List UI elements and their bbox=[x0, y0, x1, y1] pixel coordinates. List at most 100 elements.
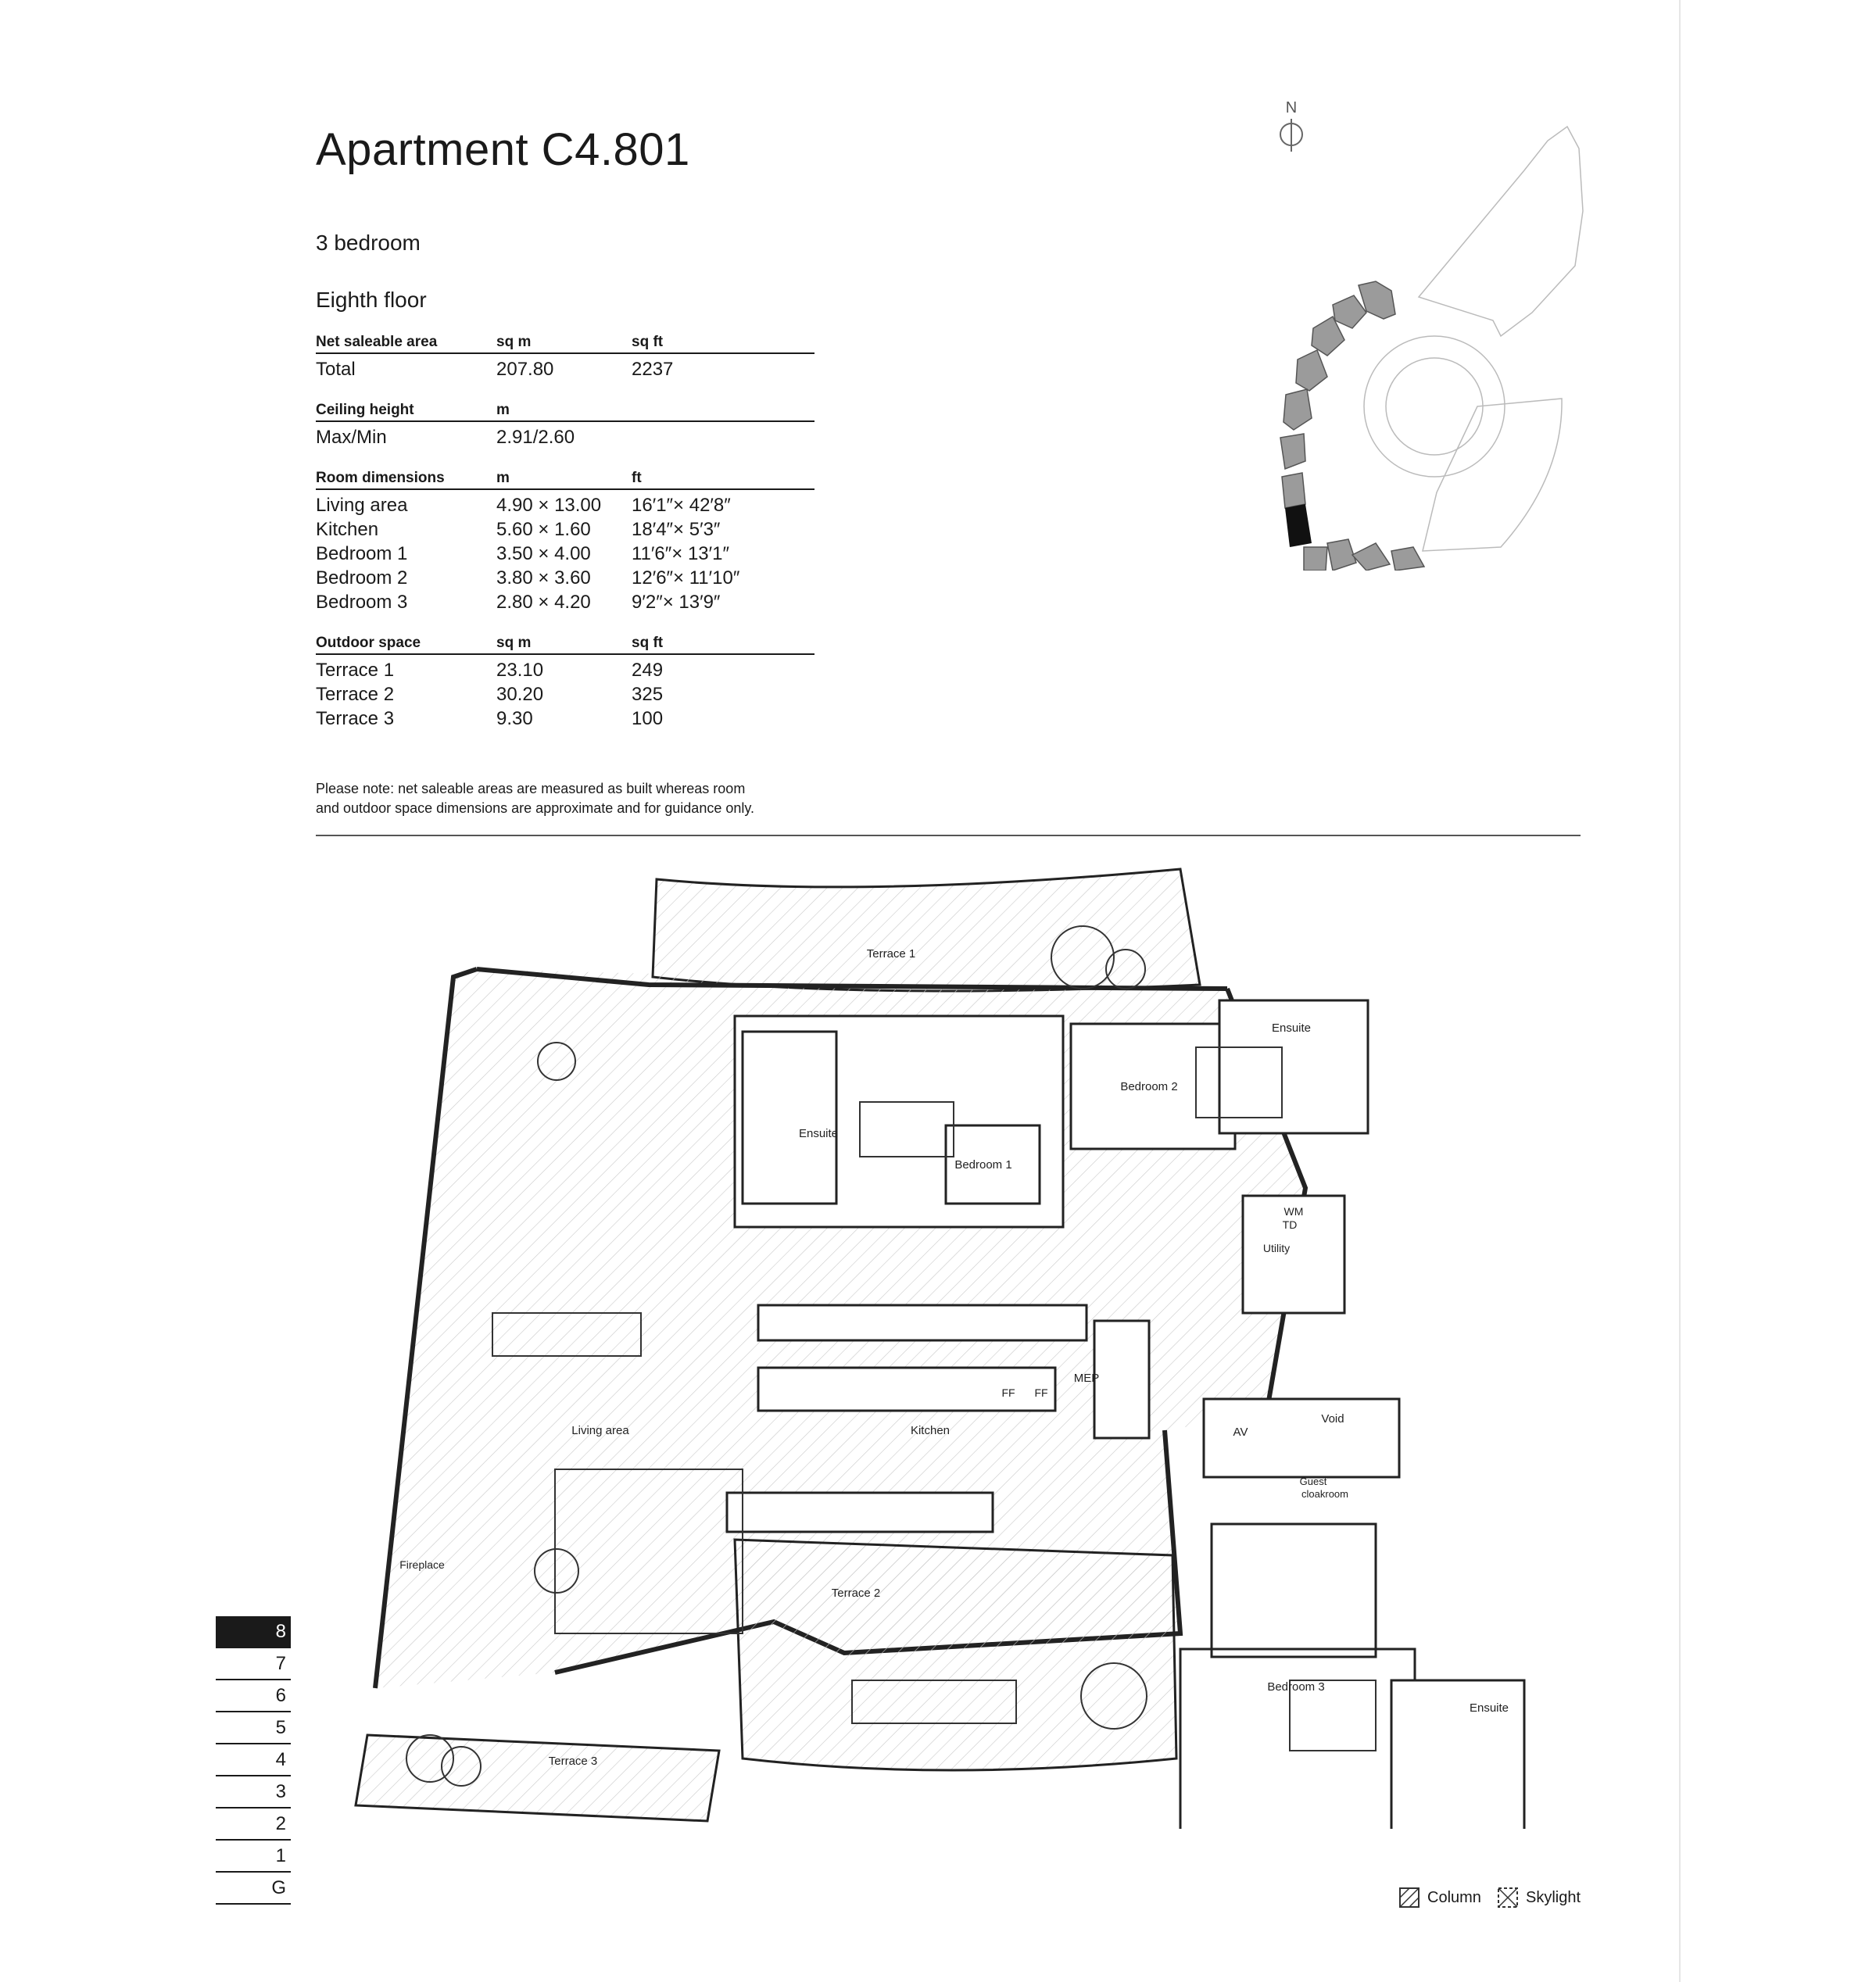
terrace-3 bbox=[354, 1733, 721, 1823]
label-bedroom-2: Bedroom 2 bbox=[1120, 1080, 1177, 1093]
label-ensuite-1: Ensuite bbox=[799, 1127, 838, 1140]
label-terrace-1: Terrace 1 bbox=[867, 947, 916, 961]
row-value: 3.50 × 4.00 bbox=[496, 543, 591, 564]
apartment-title: Apartment C4.801 bbox=[316, 124, 690, 175]
row-value: 16′1″× 42′8″ bbox=[632, 495, 731, 516]
net-saleable-area-table: Net saleable area sq m sq ft Total 207.8… bbox=[316, 331, 814, 383]
furniture bbox=[492, 1042, 1377, 1751]
row-value: 5.60 × 1.60 bbox=[496, 519, 591, 540]
label-ff-1: FF bbox=[1001, 1386, 1015, 1399]
row-label: Kitchen bbox=[316, 519, 379, 540]
legend-skylight-label: Skylight bbox=[1526, 1888, 1581, 1906]
column-header: m bbox=[496, 402, 510, 418]
bedroom-2-suite bbox=[1069, 999, 1369, 1315]
terrace-2 bbox=[733, 1538, 1178, 1772]
row-value: 4.90 × 13.00 bbox=[496, 495, 602, 516]
table-row: Living area 4.90 × 13.00 16′1″× 42′8″ bbox=[316, 495, 814, 519]
table-row: Kitchen 5.60 × 1.60 18′4″× 5′3″ bbox=[316, 519, 814, 543]
row-value: 23.10 bbox=[496, 660, 544, 681]
column-header: sq m bbox=[496, 635, 532, 651]
row-label: Bedroom 2 bbox=[316, 567, 408, 589]
row-value: 11′6″× 13′1″ bbox=[632, 543, 729, 564]
column-header: Net saleable area bbox=[316, 334, 438, 350]
floor-item-5[interactable]: 5 bbox=[216, 1712, 291, 1744]
row-label: Terrace 1 bbox=[316, 660, 395, 681]
table-row: Total 207.80 2237 bbox=[316, 359, 814, 383]
row-value: 3.80 × 3.60 bbox=[496, 567, 591, 589]
table-row: Terrace 1 23.10 249 bbox=[316, 660, 814, 684]
disclaimer-note: Please note: net saleable areas are meas… bbox=[316, 779, 863, 818]
label-bedroom-1: Bedroom 1 bbox=[954, 1158, 1011, 1172]
apartment-ring bbox=[1280, 281, 1426, 571]
row-value: 100 bbox=[632, 708, 664, 729]
label-mep: MEP bbox=[1074, 1372, 1100, 1385]
room-dimensions-table: Room dimensions m ft Living area 4.90 × 1… bbox=[316, 467, 814, 616]
row-label: Total bbox=[316, 359, 356, 380]
row-value: 9′2″× 13′9″ bbox=[632, 592, 721, 613]
legend-skylight: Skylight bbox=[1498, 1887, 1581, 1908]
floor-item-4[interactable]: 4 bbox=[216, 1744, 291, 1776]
column-header: Ceiling height bbox=[316, 402, 414, 418]
label-utility: Utility bbox=[1263, 1242, 1290, 1254]
label-void: Void bbox=[1321, 1412, 1344, 1426]
table-header: Ceiling height m bbox=[316, 399, 814, 422]
label-living-area: Living area bbox=[571, 1424, 629, 1437]
floor-selector: 8 7 6 5 4 3 2 1 G bbox=[216, 1616, 291, 1905]
floor-item-1[interactable]: 1 bbox=[216, 1841, 291, 1873]
label-guest: Guest bbox=[1300, 1476, 1327, 1487]
label-ff-2: FF bbox=[1034, 1386, 1047, 1399]
apartment-floor-plan: Terrace 1 Ensuite Bedroom 1 Ensuite Bedr… bbox=[354, 868, 1526, 1829]
label-wm: WM bbox=[1284, 1205, 1304, 1218]
skylight-icon bbox=[1498, 1887, 1518, 1908]
floor-item-6[interactable]: 6 bbox=[216, 1680, 291, 1712]
trees bbox=[406, 925, 1147, 1787]
ceiling-height-table: Ceiling height m Max/Min 2.91/2.60 bbox=[316, 399, 814, 451]
row-label: Max/Min bbox=[316, 427, 387, 448]
column-header: ft bbox=[632, 470, 642, 486]
table-header: Room dimensions m ft bbox=[316, 467, 814, 490]
column-header: sq ft bbox=[632, 334, 664, 350]
label-av: AV bbox=[1233, 1426, 1248, 1439]
floor-item-g[interactable]: G bbox=[216, 1873, 291, 1905]
column-header: Outdoor space bbox=[316, 635, 421, 651]
floor-item-3[interactable]: 3 bbox=[216, 1776, 291, 1808]
bedroom-3-suite bbox=[1179, 1397, 1526, 1829]
row-label: Living area bbox=[316, 495, 408, 516]
label-cloakroom: cloakroom bbox=[1301, 1488, 1348, 1500]
column-header: sq ft bbox=[632, 635, 664, 651]
legend-column: Column bbox=[1399, 1887, 1481, 1908]
row-label: Bedroom 3 bbox=[316, 592, 408, 613]
floor-item-8[interactable]: 8 bbox=[216, 1616, 291, 1648]
disclaimer-line: Please note: net saleable areas are meas… bbox=[316, 781, 746, 796]
row-value: 249 bbox=[632, 660, 664, 681]
bedroom-count: 3 bedroom bbox=[316, 231, 421, 255]
row-value: 2237 bbox=[632, 359, 674, 380]
row-value: 30.20 bbox=[496, 684, 544, 705]
floor-item-7[interactable]: 7 bbox=[216, 1648, 291, 1680]
column-hatch-icon bbox=[1399, 1887, 1420, 1908]
column-header: Room dimensions bbox=[316, 470, 445, 486]
row-value: 18′4″× 5′3″ bbox=[632, 519, 721, 540]
table-row: Max/Min 2.91/2.60 bbox=[316, 427, 814, 451]
north-label: N bbox=[1286, 99, 1297, 116]
legend-column-label: Column bbox=[1427, 1888, 1481, 1906]
page-edge-rule bbox=[1679, 0, 1681, 1982]
row-value: 9.30 bbox=[496, 708, 533, 729]
label-td: TD bbox=[1283, 1218, 1298, 1231]
label-kitchen: Kitchen bbox=[911, 1424, 950, 1437]
north-arrow-icon: N bbox=[1280, 99, 1303, 152]
terrace-1 bbox=[651, 868, 1201, 993]
outdoor-space-table: Outdoor space sq m sq ft Terrace 1 23.10 2… bbox=[316, 631, 814, 732]
column-header: sq m bbox=[496, 334, 532, 350]
bedroom-1-suite bbox=[733, 1014, 1065, 1229]
row-value: 207.80 bbox=[496, 359, 554, 380]
row-value: 2.91/2.60 bbox=[496, 427, 575, 448]
floor-item-2[interactable]: 2 bbox=[216, 1808, 291, 1841]
floor-level: Eighth floor bbox=[316, 288, 427, 312]
row-label: Terrace 3 bbox=[316, 708, 395, 729]
column-header: m bbox=[496, 470, 510, 486]
